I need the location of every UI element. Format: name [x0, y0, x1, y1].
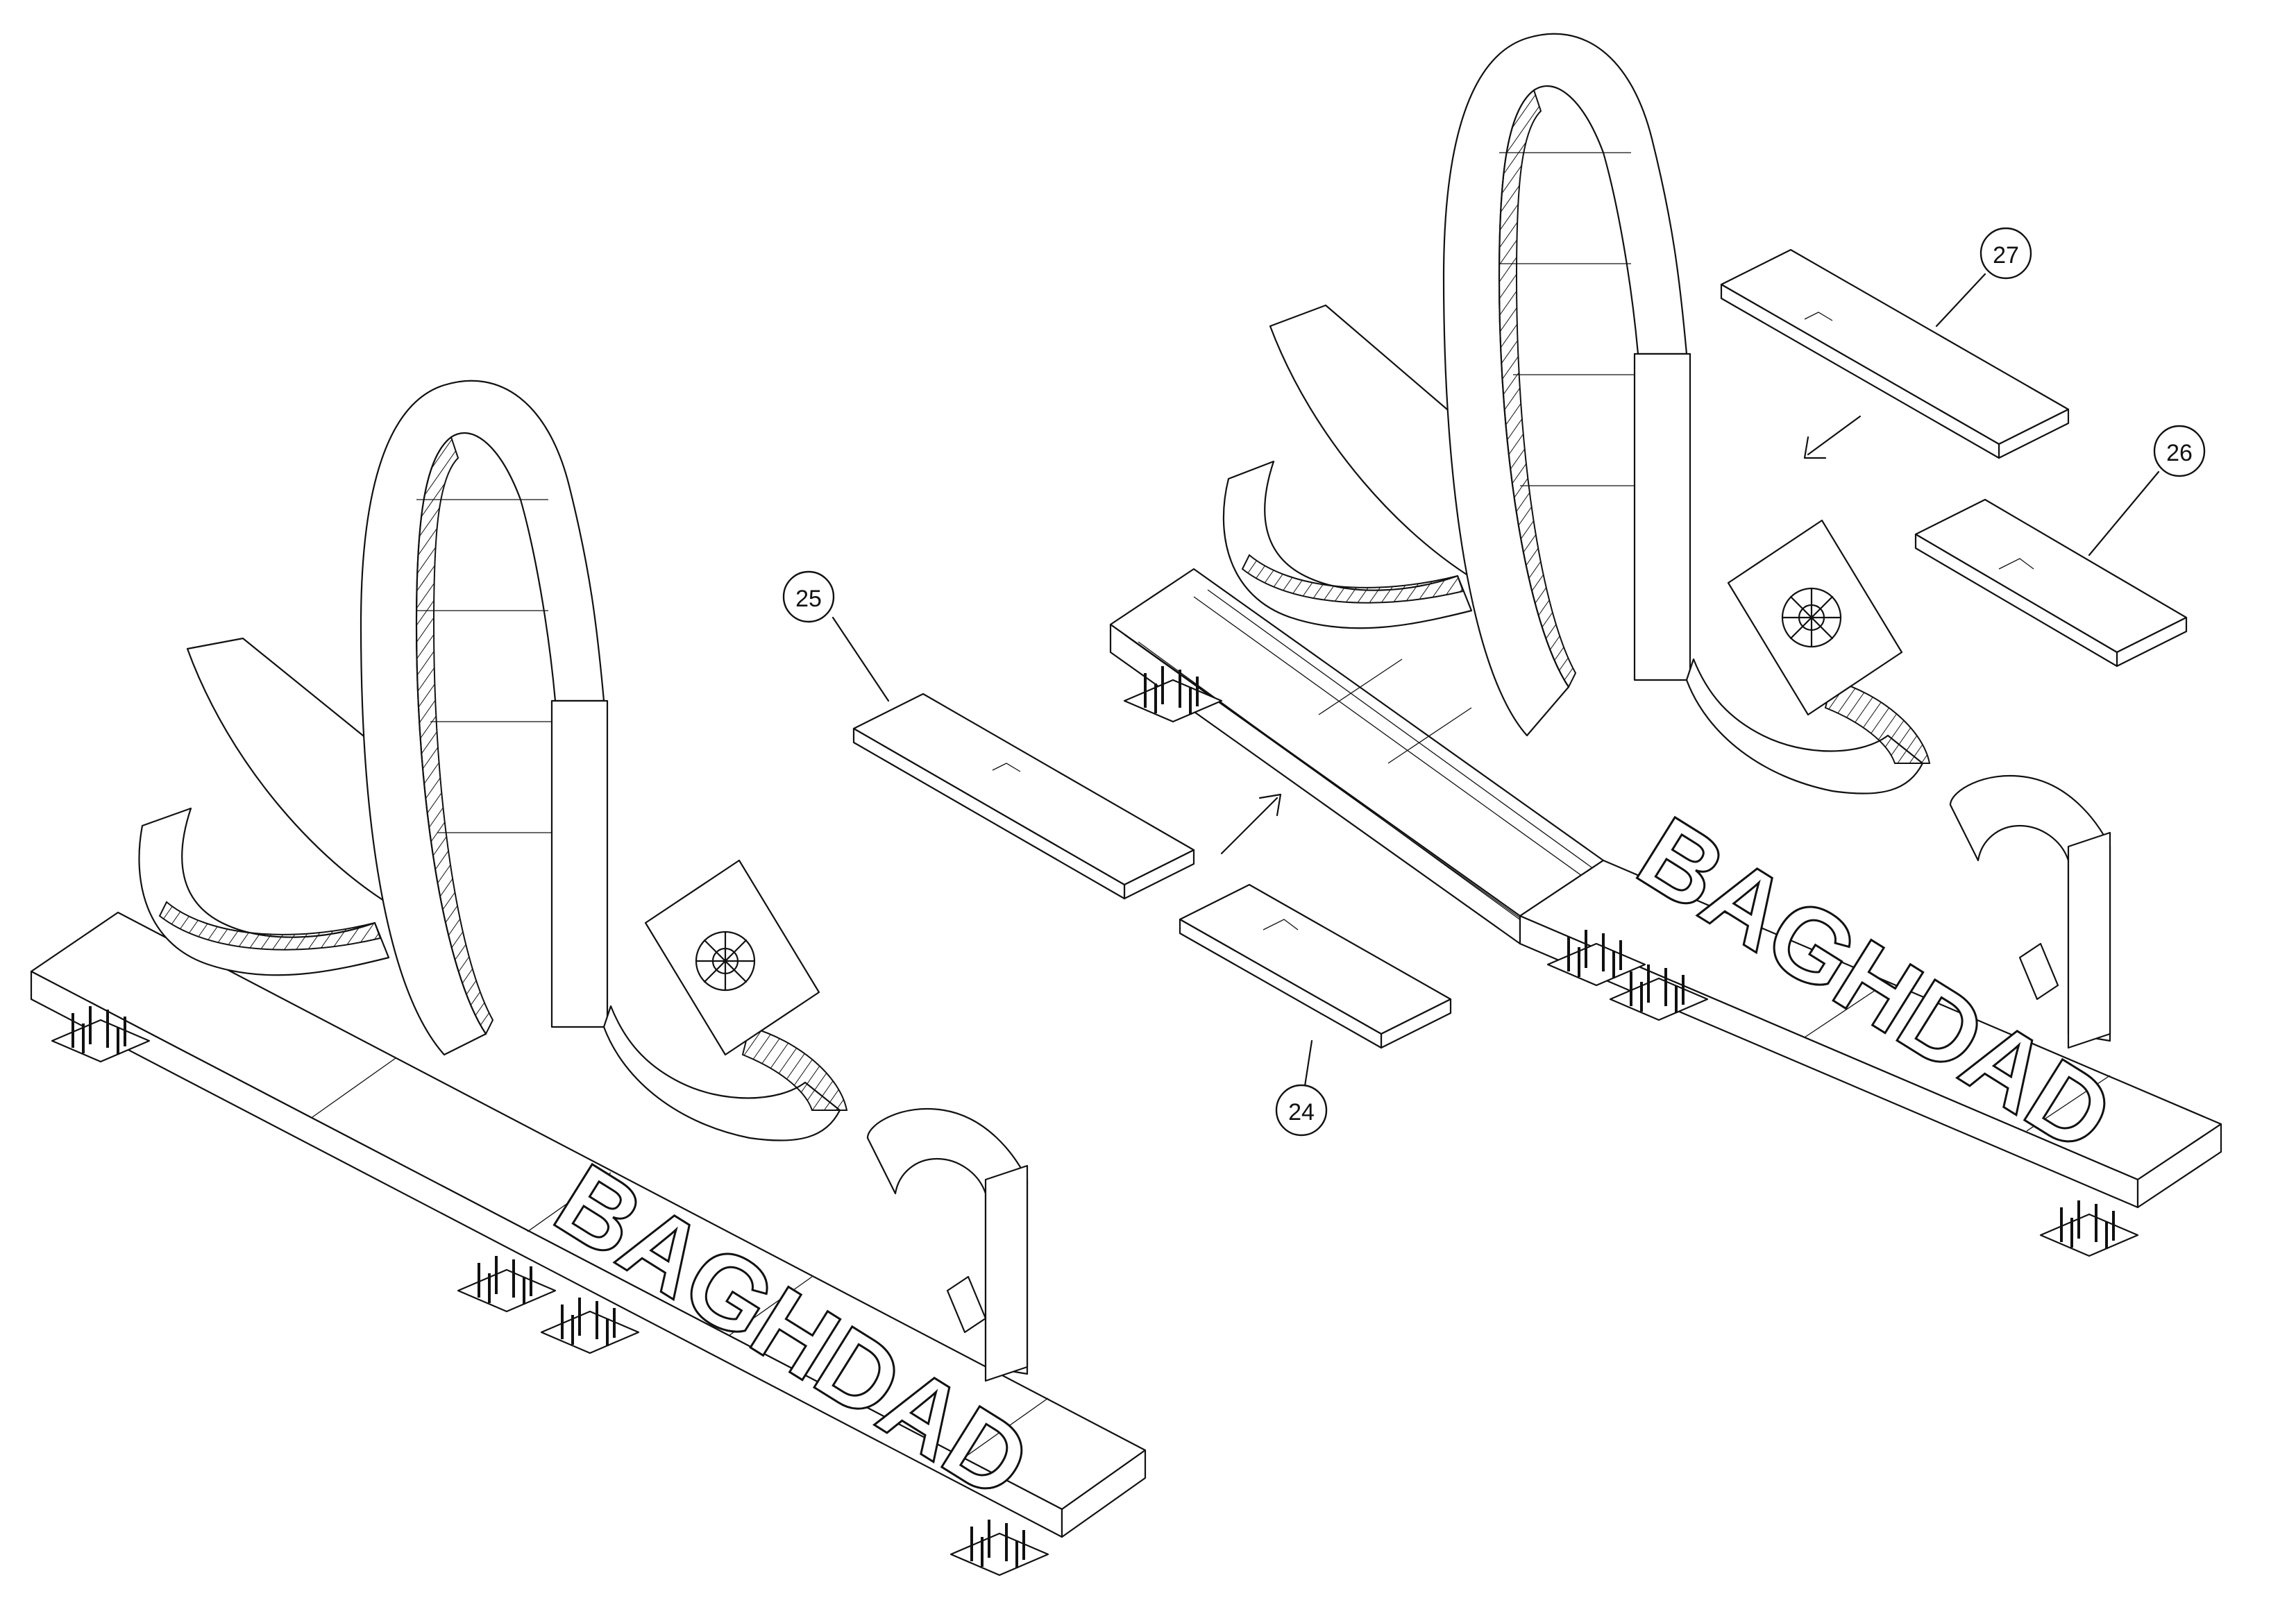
panel-26	[1914, 498, 2188, 668]
panel-24	[1179, 883, 1452, 1049]
callout-25: 25	[782, 570, 890, 702]
left-base-slab	[30, 911, 1147, 1538]
right-ornament-plaque	[1727, 519, 1903, 716]
right-footing	[2039, 1199, 2139, 1257]
assembly-arrow-right	[1220, 793, 1282, 855]
panel-25	[852, 692, 1195, 900]
left-main-loop	[360, 380, 609, 1056]
callout-label: 26	[2166, 440, 2193, 466]
callout-label: 27	[1993, 242, 2019, 269]
left-assembled-monument: BAGHDAD	[30, 380, 1147, 1577]
callout-27: 27	[1935, 227, 2032, 328]
left-ornament-plaque	[644, 859, 820, 1056]
left-arch-frame	[866, 1108, 1029, 1382]
right-arch-frame	[1949, 775, 2111, 1049]
panel-27	[1720, 248, 2070, 459]
right-monument-with-frame: BAGHDAD	[1109, 33, 2222, 1257]
callout-26: 26	[2088, 425, 2206, 556]
right-diamond-dot	[2018, 942, 2059, 1001]
callout-24: 24	[1275, 1039, 1328, 1137]
left-diamond-dot	[946, 1275, 987, 1334]
callout-label: 24	[1288, 1099, 1315, 1125]
left-footing	[949, 1518, 1049, 1577]
exploded-panels	[852, 692, 1452, 1049]
callout-label: 25	[795, 586, 822, 612]
right-main-loop	[1442, 33, 1691, 737]
assembly-arrow-down-left	[1803, 415, 1862, 459]
